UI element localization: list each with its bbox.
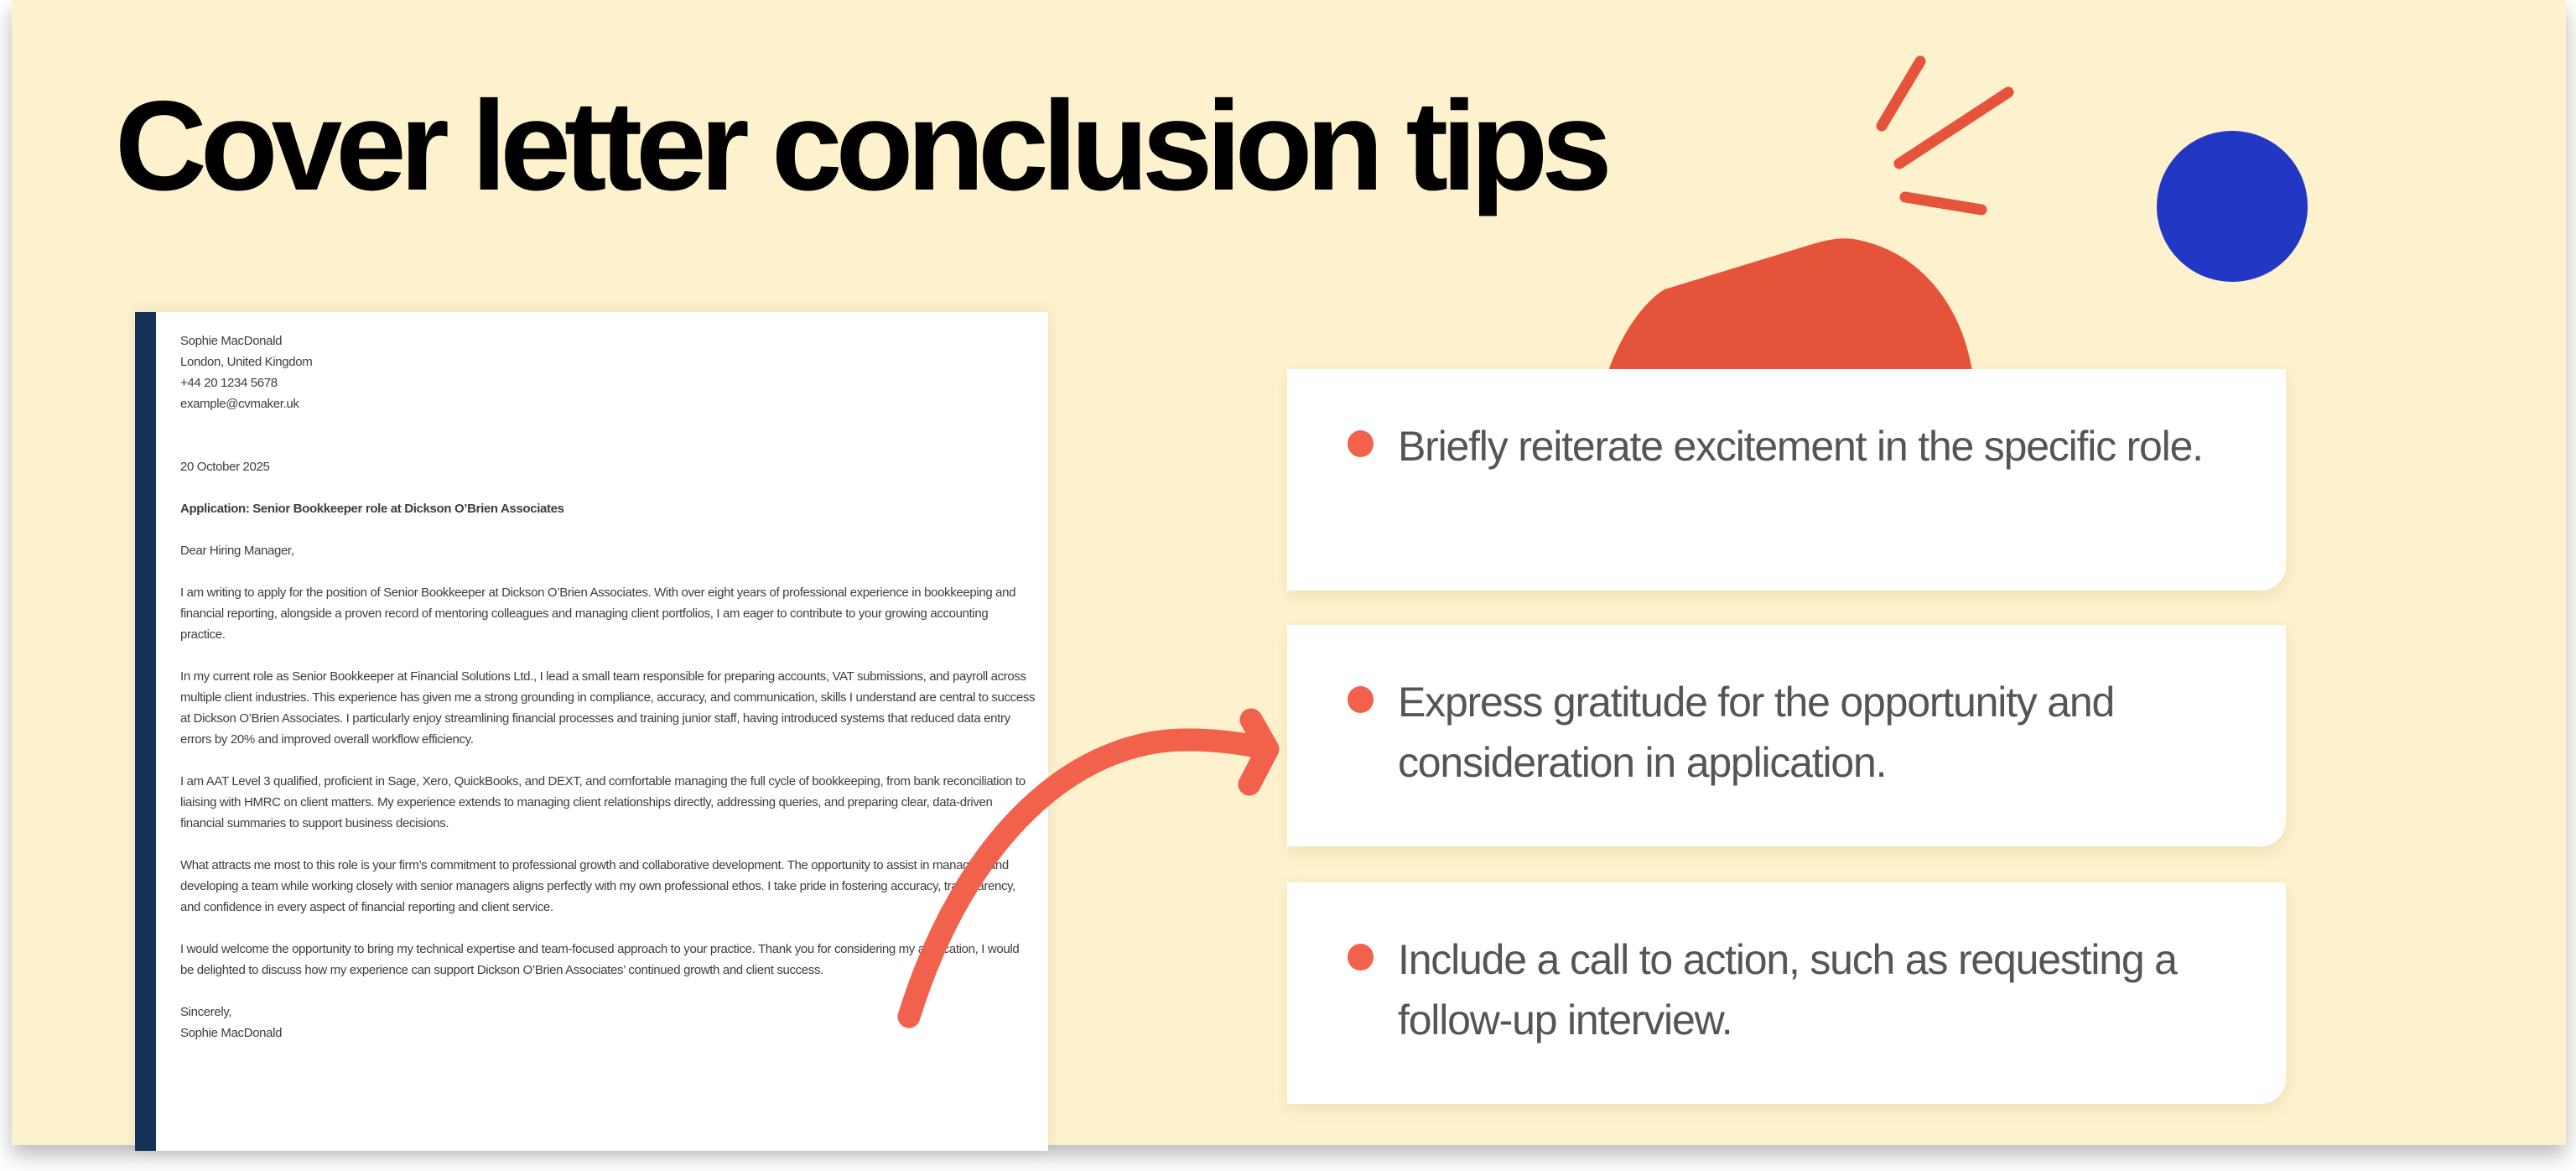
letter-paragraph: In my current role as Senior Bookkeeper … bbox=[180, 669, 1036, 747]
tip-text: Briefly reiterate excitement in the spec… bbox=[1398, 423, 2204, 470]
bullet-dot-icon bbox=[1348, 430, 1374, 457]
cover-letter-preview: Sophie MacDonald London, United Kingdom … bbox=[135, 312, 1048, 1151]
letter-paragraph: I am AAT Level 3 qualified, proficient i… bbox=[180, 774, 1026, 830]
tip-card-2: Express gratitude for the opportunity an… bbox=[1287, 625, 2286, 846]
letter-paragraph: What attracts me most to this role is yo… bbox=[180, 858, 1015, 914]
letter-paragraph: I am writing to apply for the position o… bbox=[180, 586, 1016, 642]
emphasis-lines-icon bbox=[1876, 55, 2014, 216]
letter-paragraph: I would welcome the opportunity to bring… bbox=[180, 942, 1020, 977]
letter-body: Sophie MacDonald London, United Kingdom … bbox=[180, 330, 1036, 1043]
red-blob-shape bbox=[1603, 238, 1975, 403]
tip-text: Express gratitude for the opportunity an… bbox=[1398, 679, 2115, 786]
sender-name: Sophie MacDonald bbox=[180, 334, 283, 348]
tip-card-1: Briefly reiterate excitement in the spec… bbox=[1287, 369, 2286, 591]
tip-text: Include a call to action, such as reques… bbox=[1398, 936, 2178, 1043]
sender-location: London, United Kingdom bbox=[180, 355, 313, 369]
blue-circle-shape bbox=[2157, 131, 2308, 282]
letter-signature: Sophie MacDonald bbox=[180, 1026, 283, 1040]
letter-closing: Sincerely, bbox=[180, 1005, 232, 1019]
emphasis-line bbox=[1899, 191, 1987, 216]
letter-subject: Application: Senior Bookkeeper role at D… bbox=[180, 502, 564, 516]
page-title: Cover letter conclusion tips bbox=[115, 75, 1613, 217]
sender-phone: +44 20 1234 5678 bbox=[180, 376, 278, 390]
sender-email: example@cvmaker.uk bbox=[180, 397, 299, 411]
letter-salutation: Dear Hiring Manager, bbox=[180, 544, 294, 558]
emphasis-line bbox=[1893, 86, 2014, 169]
bullet-dot-icon bbox=[1348, 686, 1374, 713]
letter-accent-bar bbox=[135, 312, 156, 1151]
emphasis-line bbox=[1876, 55, 1926, 132]
bullet-dot-icon bbox=[1348, 944, 1374, 971]
tip-card-3: Include a call to action, such as reques… bbox=[1287, 882, 2286, 1104]
decorations bbox=[1603, 55, 2308, 403]
letter-date: 20 October 2025 bbox=[180, 460, 270, 474]
